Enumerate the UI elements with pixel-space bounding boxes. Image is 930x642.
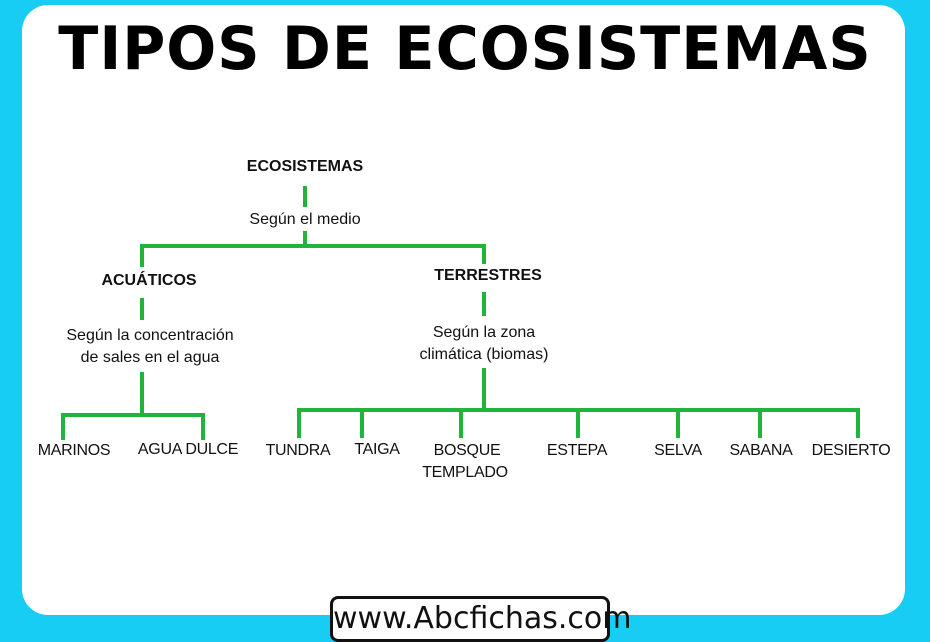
leaf-desierto: DESIERTO — [811, 442, 891, 459]
leaf-estepa: ESTEPA — [546, 442, 608, 459]
leaf-taiga: TAIGA — [354, 441, 400, 458]
criterion-sales-line1: Según la concentración — [66, 327, 234, 344]
page-title: TIPOS DE ECOSISTEMAS — [58, 14, 872, 84]
criterion-zona-line2: climática (biomas) — [419, 346, 549, 363]
node-terrestres: TERRESTRES — [434, 267, 542, 284]
tree-connectors — [61, 186, 860, 440]
content-panel — [22, 5, 905, 615]
leaf-sabana: SABANA — [729, 442, 793, 459]
website-badge: www.Abcfichas.com — [330, 596, 631, 642]
node-acuaticos: ACUÁTICOS — [101, 272, 197, 289]
leaf-selva: SELVA — [654, 442, 702, 459]
leaf-templado: TEMPLADO — [422, 464, 508, 481]
criterion-medio: Según el medio — [249, 211, 361, 228]
criterion-sales-line2: de sales en el agua — [80, 349, 220, 366]
node-ecosistemas: ECOSISTEMAS — [246, 158, 364, 175]
leaf-marinos: MARINOS — [37, 442, 111, 459]
leaf-tundra: TUNDRA — [265, 442, 331, 459]
leaf-bosque: BOSQUE — [433, 442, 501, 459]
leaf-agua-dulce: AGUA DULCE — [137, 441, 239, 458]
criterion-zona-line1: Según la zona — [432, 324, 536, 341]
